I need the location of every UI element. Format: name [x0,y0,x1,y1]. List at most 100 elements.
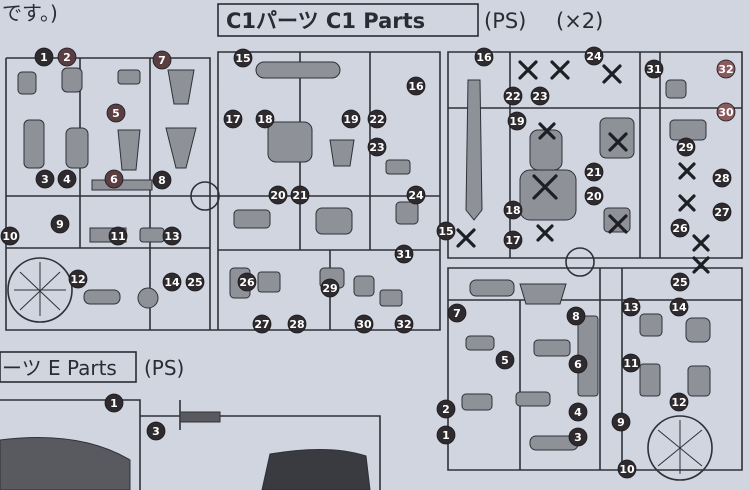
part-number-circle [669,297,689,317]
part-number-circle [566,306,586,326]
part-number-label: 28 [289,318,304,331]
part-number-label: 23 [369,141,384,154]
part-number-marker: 4 [568,402,588,422]
part-number-label: 30 [718,106,734,119]
part-number-label: 23 [532,90,547,103]
part-number-marker: 20 [268,185,288,205]
part-number-marker: 32 [716,59,736,79]
part-number-marker: 17 [503,230,523,250]
left-runner-fan [14,262,66,316]
part-number-marker: 25 [185,272,205,292]
part-number-marker: 9 [611,412,631,432]
part-number-circle [0,226,20,246]
part-number-marker: 18 [255,109,275,129]
part-number-circle [436,399,456,419]
part-number-label: 25 [187,276,202,289]
part-number-marker: 10 [617,459,637,479]
part-number-circle [68,269,88,289]
part-number-label: 2 [63,51,71,64]
part-number-marker: 24 [584,46,604,66]
part-number-label: 14 [671,301,687,314]
part-number-label: 3 [41,173,49,186]
part-number-circle [712,202,732,222]
part-number-marker: 13 [162,226,182,246]
part-number-label: 15 [438,225,453,238]
part-number-label: 9 [56,218,64,231]
part-number-circle [503,86,523,106]
part-number-marker: 7 [152,50,172,70]
part-number-marker: 11 [108,226,128,246]
part-number-marker: 7 [447,303,467,323]
part-number-circle [255,109,275,129]
section-label-box [217,3,479,37]
part-number-circle [716,102,736,122]
part-number-label: 26 [672,222,688,235]
part-number-circle [406,76,426,96]
part-number-marker: 23 [367,137,387,157]
part-number-circle [568,354,588,374]
part-number-marker: 3 [35,169,55,189]
part-number-circle [152,170,172,190]
part-number-marker: 3 [146,421,166,441]
part-number-label: 8 [572,310,580,323]
part-number-marker: 16 [406,76,426,96]
part-number-label: 17 [225,113,240,126]
part-number-marker: 22 [503,86,523,106]
part-number-marker: 23 [530,86,550,106]
part-number-label: 14 [164,276,180,289]
part-number-marker: 25 [670,272,690,292]
part-number-label: 19 [343,113,358,126]
part-number-label: 27 [254,318,269,331]
part-number-marker: 14 [669,297,689,317]
part-number-marker: 14 [162,272,182,292]
part-number-circle [108,226,128,246]
part-number-label: 15 [235,52,250,65]
part-number-marker: 6 [104,169,124,189]
part-number-circle [57,47,77,67]
part-number-circle [474,47,494,67]
part-number-circle [503,200,523,220]
unused-part-x-marks [456,60,710,274]
part-number-label: 19 [509,115,524,128]
part-number-circle [530,86,550,106]
lower-header-label: ーツ E Parts [2,356,117,380]
part-number-label: 27 [714,206,729,219]
part-number-label: 18 [257,113,272,126]
part-number-marker: 15 [233,48,253,68]
part-number-marker: 29 [676,137,696,157]
part-number-label: 31 [396,248,411,261]
part-number-marker: 20 [584,186,604,206]
part-number-marker: 28 [287,314,307,334]
part-number-label: 7 [158,54,166,67]
part-number-label: 24 [408,189,424,202]
part-number-circle [611,412,631,432]
part-number-label: 11 [623,357,638,370]
part-number-marker: 5 [495,350,515,370]
part-number-circle [712,168,732,188]
part-number-circle [268,185,288,205]
part-number-marker: 9 [50,214,70,234]
part-number-label: 2 [442,403,450,416]
part-number-marker: 1 [104,393,124,413]
part-number-label: 30 [356,318,372,331]
part-number-circle [287,314,307,334]
part-number-marker: 27 [712,202,732,222]
part-number-circle [104,169,124,189]
part-number-label: 13 [623,301,638,314]
part-number-circle [223,109,243,129]
part-number-marker: 17 [223,109,243,129]
part-number-label: 11 [110,230,125,243]
part-number-marker: 16 [474,47,494,67]
part-number-circle [57,169,77,189]
lower-label-box [0,351,137,383]
part-number-marker: 11 [621,353,641,373]
part-number-label: 26 [239,276,255,289]
part-number-marker: 32 [394,314,414,334]
part-number-label: 18 [505,204,520,217]
part-number-circle [621,297,641,317]
part-number-circle [290,185,310,205]
part-number-circle [568,427,588,447]
part-number-label: 24 [586,50,602,63]
part-number-label: 1 [110,397,118,410]
